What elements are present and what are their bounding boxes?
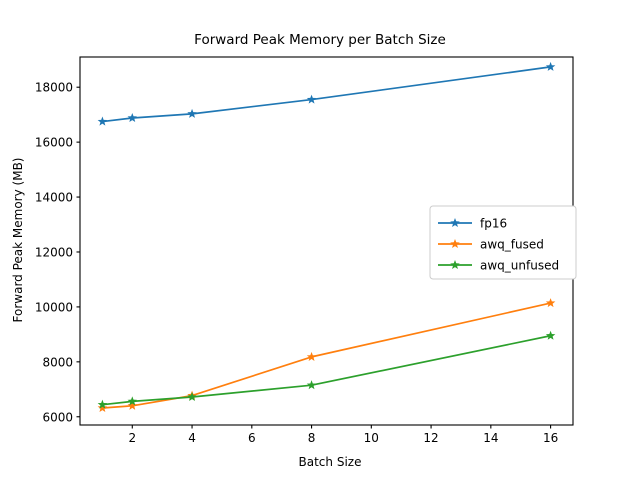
- y-tick-label: 14000: [35, 191, 73, 205]
- x-axis-title: Batch Size: [299, 455, 362, 469]
- x-tick-label: 16: [543, 431, 558, 445]
- x-tick-label: 14: [483, 431, 498, 445]
- data-point-marker: [127, 400, 138, 410]
- series-awq_unfused: [97, 330, 556, 409]
- legend-entry-awq_fused[interactable]: awq_fused: [438, 238, 544, 252]
- data-point-marker: [545, 61, 556, 71]
- legend-marker-icon: [450, 260, 460, 270]
- y-axis-title: Forward Peak Memory (MB): [11, 158, 25, 323]
- legend-box: [429, 205, 577, 280]
- data-point-marker: [545, 298, 556, 308]
- y-tick-label: 12000: [35, 245, 73, 259]
- x-tick-label: 4: [188, 431, 196, 445]
- legend-entry-awq_unfused[interactable]: awq_unfused: [438, 259, 559, 273]
- x-tick-label: 12: [423, 431, 438, 445]
- data-point-marker: [97, 399, 108, 409]
- data-point-marker: [545, 330, 556, 340]
- data-point-marker: [306, 351, 317, 361]
- y-tick-label: 6000: [42, 410, 73, 424]
- y-axis-ticks: 6000 8000 10000 12000 14000 16000 18000: [35, 81, 80, 424]
- chart-title: Forward Peak Memory per Batch Size: [194, 32, 446, 48]
- data-point-marker: [97, 116, 108, 126]
- legend-marker-icon: [450, 239, 460, 249]
- legend-label: fp16: [480, 217, 507, 231]
- data-point-marker: [187, 391, 197, 402]
- legend-entry-fp16[interactable]: fp16: [438, 217, 507, 231]
- data-point-marker: [187, 108, 197, 118]
- legend-label: awq_fused: [480, 238, 544, 252]
- y-tick-label: 16000: [35, 136, 73, 150]
- data-point-marker: [97, 402, 108, 413]
- data-point-marker: [127, 112, 138, 123]
- y-tick-label: 18000: [35, 81, 73, 95]
- data-point-marker: [306, 380, 317, 390]
- y-tick-label: 10000: [35, 300, 73, 314]
- series-fp16: [97, 61, 556, 126]
- x-tick-label: 6: [248, 431, 256, 445]
- x-tick-label: 2: [128, 431, 136, 445]
- legend-marker-icon: [450, 218, 460, 228]
- chart-legend: fp16 awq_fused awq_unfused: [429, 205, 577, 280]
- data-point-marker: [306, 94, 317, 104]
- data-series-group: [97, 61, 556, 413]
- x-tick-label: 8: [308, 431, 316, 445]
- data-point-marker: [127, 396, 138, 406]
- x-axis-ticks: 2 4 6 8 10 12 14 16: [128, 425, 558, 445]
- x-tick-label: 10: [364, 431, 379, 445]
- legend-label: awq_unfused: [480, 259, 559, 273]
- y-tick-label: 8000: [42, 355, 73, 369]
